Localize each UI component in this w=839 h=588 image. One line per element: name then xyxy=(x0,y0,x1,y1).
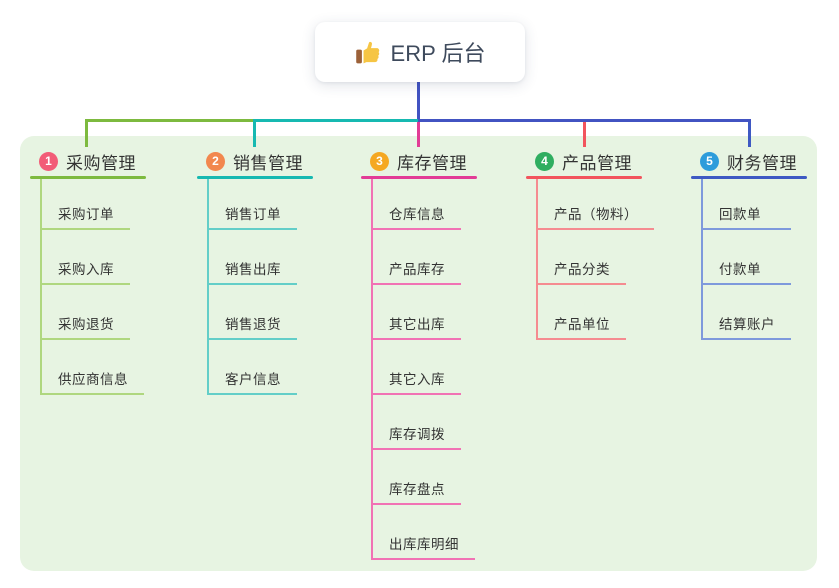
root-stem-line xyxy=(417,82,420,121)
child-node[interactable]: 客户信息 xyxy=(207,371,297,395)
branch-finance-node[interactable]: 5 财务管理 xyxy=(691,150,797,173)
thumbs-up-icon xyxy=(355,39,381,65)
child-node[interactable]: 产品单位 xyxy=(536,316,626,340)
branch-underline xyxy=(526,176,642,179)
connector-drop-inventory xyxy=(417,119,420,147)
child-node[interactable]: 销售退货 xyxy=(207,316,297,340)
children-connector-line xyxy=(701,179,703,339)
branch-number-badge: 5 xyxy=(700,151,719,171)
child-label: 采购退货 xyxy=(58,317,114,332)
child-label: 采购订单 xyxy=(58,207,114,222)
child-node[interactable]: 销售订单 xyxy=(207,206,297,230)
child-label: 结算账户 xyxy=(719,317,775,332)
branch-inventory-node[interactable]: 3 库存管理 xyxy=(361,150,467,173)
branch-label: 采购管理 xyxy=(66,153,136,173)
child-label: 其它出库 xyxy=(389,317,445,332)
child-node[interactable]: 产品库存 xyxy=(371,261,461,285)
children-connector-line xyxy=(536,179,538,339)
child-node[interactable]: 采购入库 xyxy=(40,261,130,285)
child-node[interactable]: 产品（物料） xyxy=(536,206,654,230)
child-label: 供应商信息 xyxy=(58,372,128,387)
child-label: 客户信息 xyxy=(225,372,281,387)
child-node[interactable]: 供应商信息 xyxy=(40,371,144,395)
child-label: 回款单 xyxy=(719,207,761,222)
branch-sales-node[interactable]: 2 销售管理 xyxy=(197,150,303,173)
branch-label: 销售管理 xyxy=(233,153,303,173)
root-node-label: ERP 后台 xyxy=(390,41,486,66)
child-node[interactable]: 出库库明细 xyxy=(371,536,475,560)
child-label: 付款单 xyxy=(719,262,761,277)
connector-drop-product xyxy=(583,119,586,147)
child-label: 库存盘点 xyxy=(389,482,445,497)
child-node[interactable]: 仓库信息 xyxy=(371,206,461,230)
child-label: 库存调拨 xyxy=(389,427,445,442)
connector-drop-purchase xyxy=(85,119,88,147)
child-label: 仓库信息 xyxy=(389,207,445,222)
child-label: 其它入库 xyxy=(389,372,445,387)
child-node[interactable]: 结算账户 xyxy=(701,316,791,340)
branch-number-badge: 2 xyxy=(206,151,225,171)
child-label: 产品（物料） xyxy=(554,207,638,222)
connector-drop-sales xyxy=(253,119,256,147)
child-label: 产品单位 xyxy=(554,317,610,332)
child-node[interactable]: 其它出库 xyxy=(371,316,461,340)
child-node[interactable]: 库存盘点 xyxy=(371,481,461,505)
child-node[interactable]: 销售出库 xyxy=(207,261,297,285)
children-connector-line xyxy=(40,179,42,394)
child-label: 销售订单 xyxy=(225,207,281,222)
branch-underline xyxy=(361,176,477,179)
branch-number-badge: 1 xyxy=(39,151,58,171)
child-node[interactable]: 回款单 xyxy=(701,206,791,230)
child-label: 出库库明细 xyxy=(389,537,459,552)
branch-number-badge: 4 xyxy=(535,151,554,171)
child-label: 产品库存 xyxy=(389,262,445,277)
child-node[interactable]: 产品分类 xyxy=(536,261,626,285)
child-label: 销售出库 xyxy=(225,262,281,277)
branch-underline xyxy=(197,176,313,179)
root-node-erp[interactable]: ERP 后台 xyxy=(315,22,525,82)
branch-purchase-node[interactable]: 1 采购管理 xyxy=(30,150,136,173)
children-connector-line xyxy=(207,179,209,394)
connector-segment-blue xyxy=(418,119,751,122)
child-node[interactable]: 采购退货 xyxy=(40,316,130,340)
child-node[interactable]: 付款单 xyxy=(701,261,791,285)
child-label: 产品分类 xyxy=(554,262,610,277)
child-label: 采购入库 xyxy=(58,262,114,277)
branch-product-node[interactable]: 4 产品管理 xyxy=(526,150,632,173)
children-connector-line xyxy=(371,179,373,559)
branch-label: 库存管理 xyxy=(397,153,467,173)
connector-drop-finance xyxy=(748,119,751,147)
branch-label: 财务管理 xyxy=(727,153,797,173)
branch-number-badge: 3 xyxy=(370,151,389,171)
child-label: 销售退货 xyxy=(225,317,281,332)
child-node[interactable]: 库存调拨 xyxy=(371,426,461,450)
branch-underline xyxy=(691,176,807,179)
branch-underline xyxy=(30,176,146,179)
connector-segment-green xyxy=(85,119,253,122)
branches-panel xyxy=(20,136,817,571)
connector-segment-teal xyxy=(253,119,418,122)
child-node[interactable]: 采购订单 xyxy=(40,206,130,230)
child-node[interactable]: 其它入库 xyxy=(371,371,461,395)
branch-label: 产品管理 xyxy=(562,153,632,173)
